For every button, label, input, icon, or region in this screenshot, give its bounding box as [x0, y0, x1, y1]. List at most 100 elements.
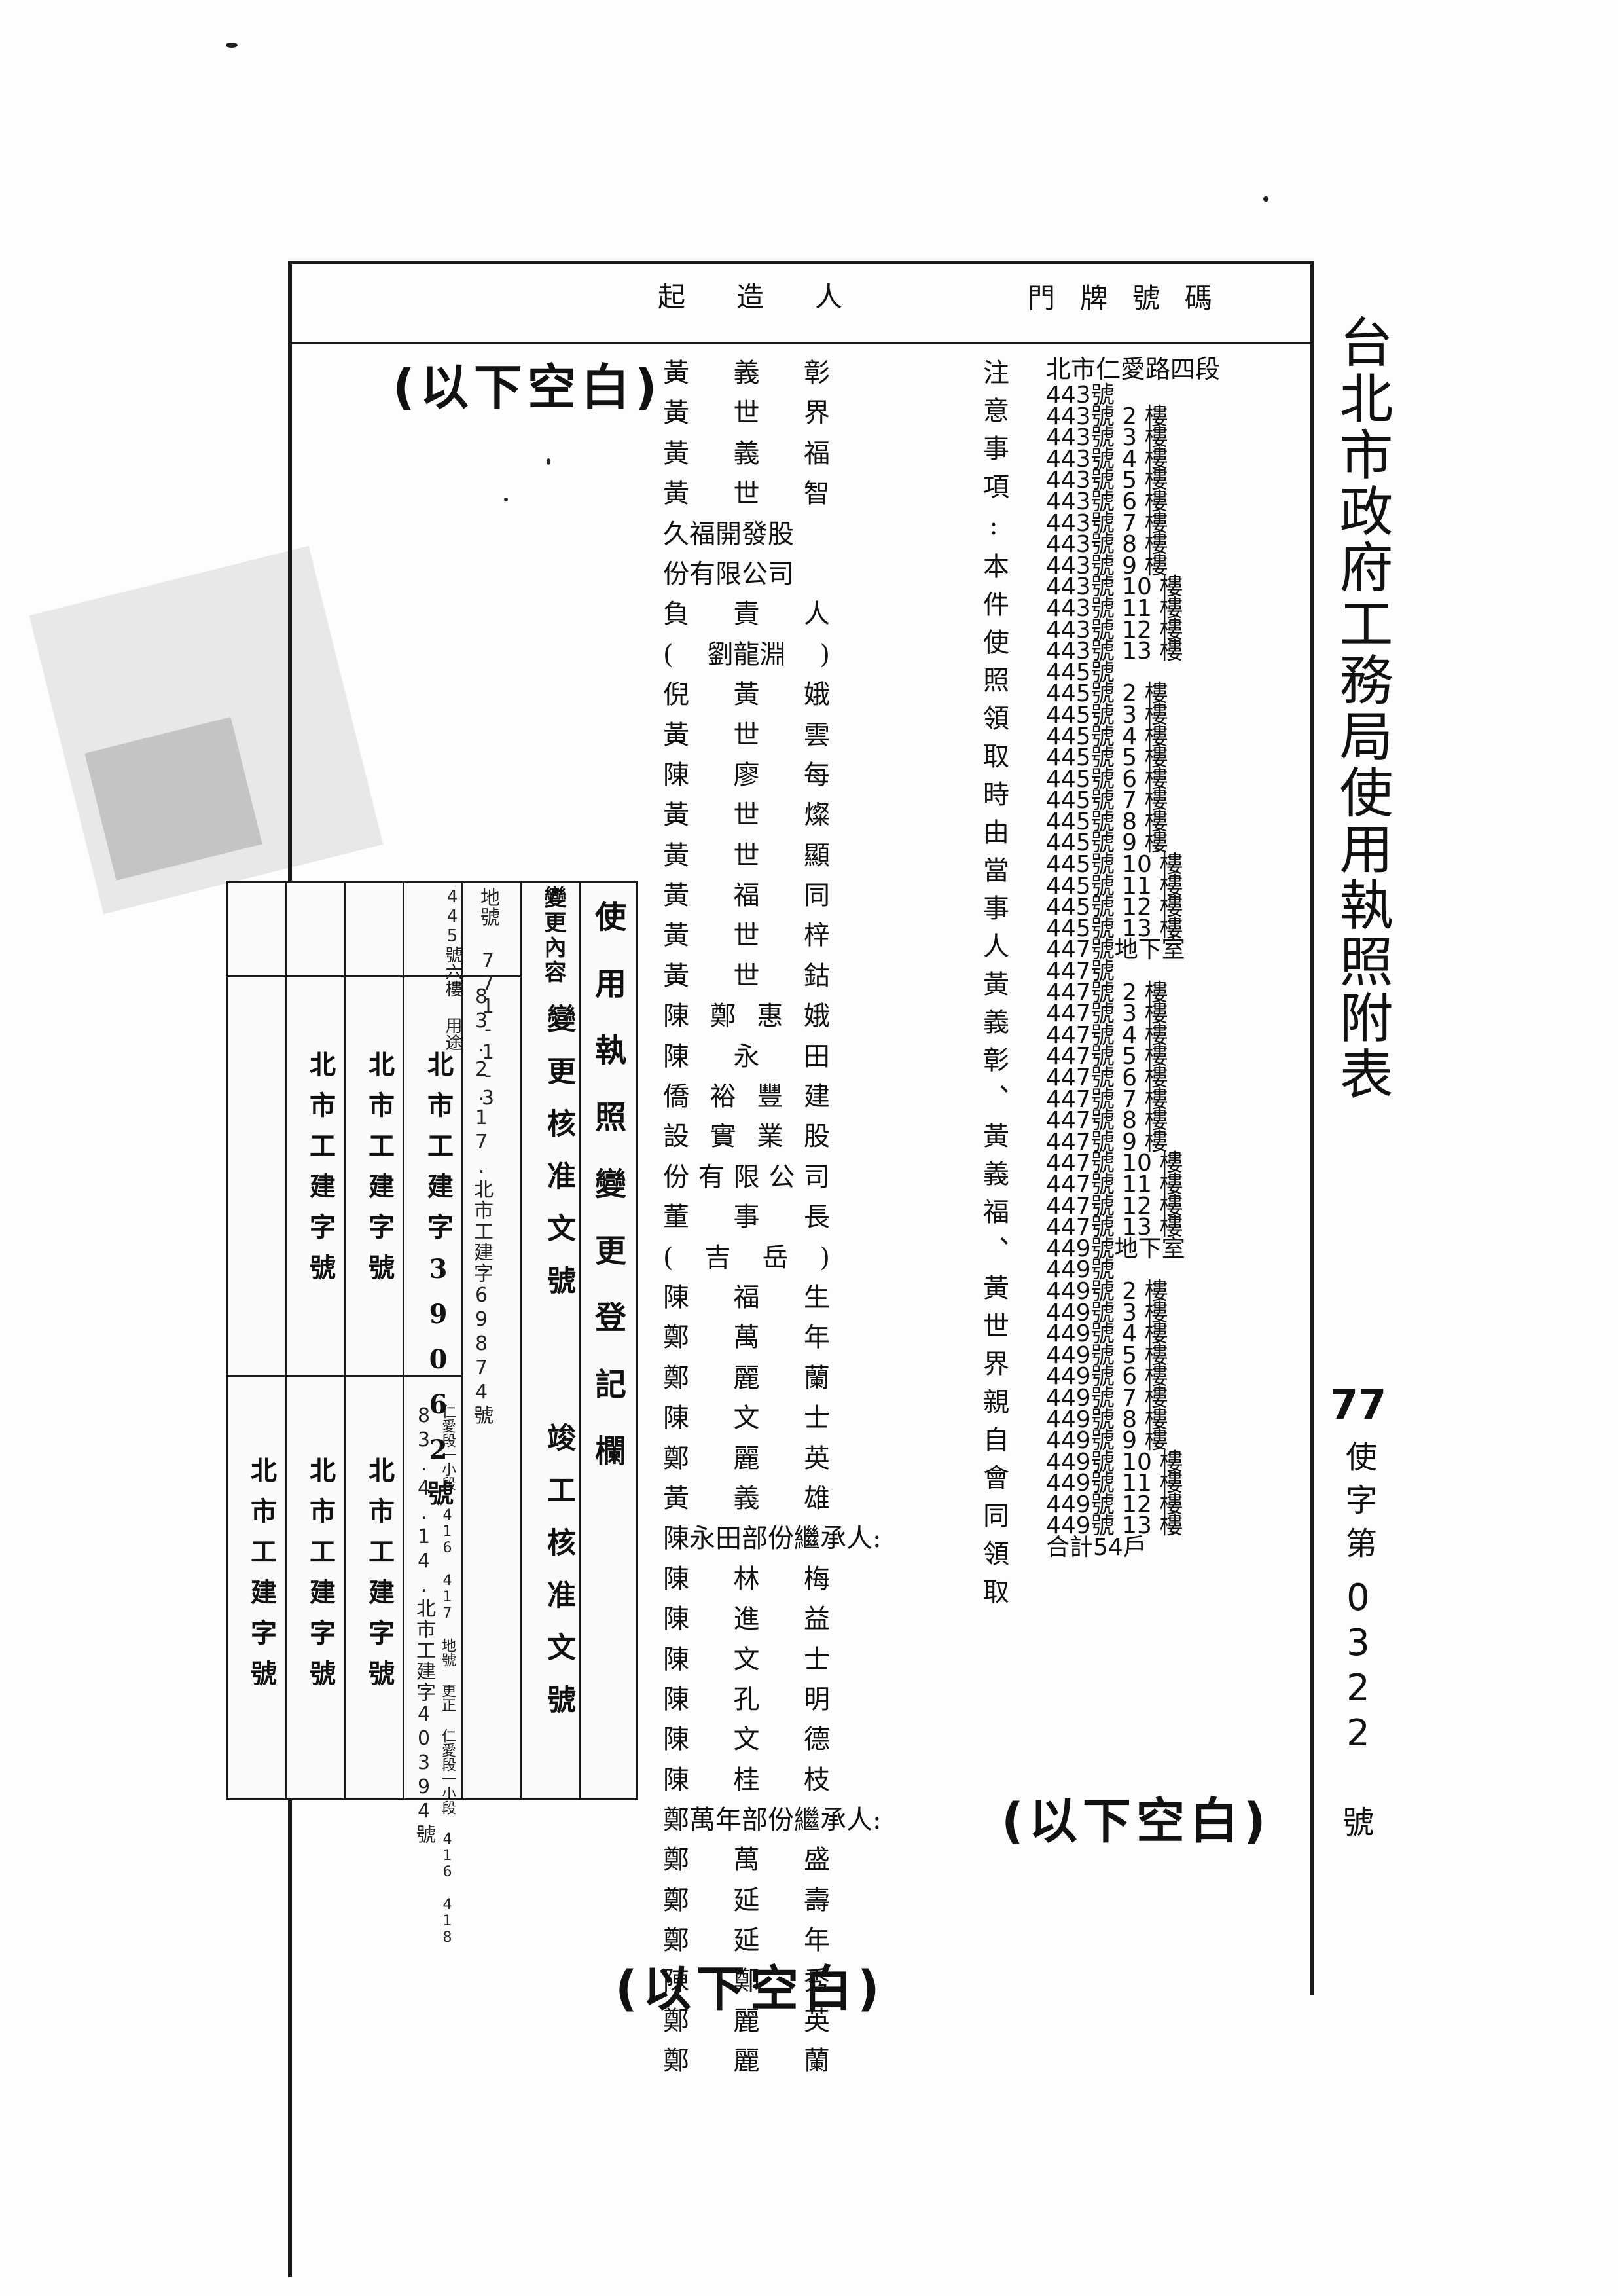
owner-name-part: 蘭: [804, 1362, 830, 1393]
owner-name-part: 陳: [663, 1644, 689, 1675]
address-line: 447號 7 樓: [1046, 1085, 1168, 1113]
address-line: 449號 8 樓: [1046, 1406, 1168, 1433]
address-line: 443號 10 樓: [1046, 574, 1183, 601]
address-line: 447號 6 樓: [1046, 1065, 1168, 1091]
owner-name-part: 延: [733, 1885, 760, 1916]
address-line: 447號 3 樓: [1046, 1000, 1168, 1028]
owner-name-part: 林: [733, 1563, 760, 1594]
owner-name-part: 雲: [804, 720, 830, 750]
owner-name-part: 麗: [733, 1362, 760, 1393]
address-line: 447號: [1046, 958, 1115, 985]
row1-completion: 83.4.14.北市工建字40394號: [412, 1404, 435, 1845]
owner-name-part: 生: [804, 1282, 830, 1313]
owner-name-part: 鄭: [663, 1443, 689, 1474]
owner-name-part: 黃: [663, 398, 689, 429]
owner-name-part: 久福開發股: [663, 519, 794, 549]
row1-hand-note: 仁愛段一小段 416 417 地號 更正 仁愛段一小段 416 418: [439, 1404, 456, 1946]
owner-name-part: 陳: [663, 1684, 689, 1715]
owner-name-part: 進: [733, 1604, 760, 1635]
owner-row: 陳文德: [663, 1720, 830, 1760]
owner-name-part: 裕: [710, 1082, 736, 1112]
owner-name-part: 娥: [803, 1001, 830, 1032]
owner-name-part: 桂: [733, 1764, 760, 1795]
owner-name-part: 義: [733, 1483, 760, 1514]
owner-name-part: 世: [733, 720, 760, 750]
owner-row: 黃世顯: [663, 836, 830, 876]
notice-text: 注意事項:本件使照領取時由當事人黃義彰、黃義福、黃世界親自會同領取: [979, 359, 1009, 1616]
owner-row: 陳孔明: [663, 1680, 830, 1720]
owner-row: (劉龍淵): [663, 635, 830, 675]
address-line: 447號 9 樓: [1046, 1128, 1168, 1156]
owner-name-part: 智: [804, 479, 830, 509]
table-bottom-rule: [226, 1798, 638, 1800]
owner-name-part: 德: [804, 1724, 830, 1755]
owner-name-part: 司: [804, 1161, 830, 1192]
owner-name-part: 陳: [663, 1965, 689, 1996]
blank-mark-bottom: (以下空白): [615, 1961, 885, 2017]
owner-name-part: 建: [803, 1082, 830, 1112]
address-line: 443號 11 樓: [1046, 594, 1183, 622]
owner-name-part: 黃: [663, 479, 689, 509]
address-line: 443號 12 樓: [1046, 616, 1183, 644]
address-line: 443號 7 樓: [1046, 509, 1168, 537]
owner-name-part: 士: [804, 1644, 830, 1675]
owner-row: 鄭萬盛: [663, 1840, 830, 1880]
address-line: 445號 13 樓: [1046, 915, 1183, 942]
owner-row: 倪黃娥: [663, 675, 830, 715]
address-line: 445號 9 樓: [1046, 829, 1168, 857]
owner-row: 董事長: [663, 1197, 830, 1237]
owner-name-part: 義: [733, 358, 760, 388]
table-top-rule: [226, 881, 638, 883]
address-line: 447號 12 樓: [1046, 1192, 1183, 1220]
owner-name-part: 鄭: [710, 1001, 736, 1032]
owner-name-part: 實: [710, 1121, 736, 1152]
owner-name-part: 長: [804, 1202, 830, 1233]
address-line: 449號: [1046, 1256, 1115, 1284]
owner-name-part: 吉: [704, 1242, 731, 1273]
owner-row: 份有限公司: [663, 555, 830, 594]
owner-name-part: 燦: [804, 800, 830, 831]
owner-row: 黃世鈷: [663, 957, 830, 996]
speck: [547, 458, 550, 465]
owner-name-part: 有: [698, 1161, 725, 1192]
owner-name-part: 黃: [663, 920, 689, 951]
owner-name-part: 董: [663, 1202, 689, 1233]
col-rule: [461, 881, 463, 1800]
address-line: 443號 9 樓: [1046, 552, 1168, 579]
col-rule: [636, 881, 638, 1800]
col-rule: [520, 881, 522, 1800]
owner-name-part: 福: [733, 1282, 760, 1313]
permit-number: 0322: [1337, 1576, 1380, 1757]
row1-content: 地號 771-1-3: [476, 887, 499, 1110]
address-line: 447號 10 樓: [1046, 1150, 1183, 1177]
row2-approval: 北市工建字39062號: [423, 1051, 454, 1520]
row-rule: [226, 975, 520, 977]
owner-name-part: 士: [804, 1403, 830, 1434]
address-line: 447號 11 樓: [1046, 1171, 1183, 1198]
owner-row: 陳鄭秀: [663, 1961, 830, 2001]
row1-approval: 83.2.17.北市工建字69874號: [470, 985, 493, 1426]
owner-name-part: 陳: [663, 1282, 689, 1313]
owner-row: 黃義彰: [663, 354, 830, 393]
col-rule: [285, 881, 287, 1800]
owner-row: 陳鄭惠娥: [663, 996, 830, 1036]
owner-row: 鄭延壽: [663, 1881, 830, 1921]
owner-name-part: 陳: [663, 1604, 689, 1635]
owner-name-part: 永: [733, 1041, 760, 1072]
owner-name-part: 文: [733, 1644, 760, 1675]
header-rule: [288, 342, 1314, 344]
owner-row: 鄭麗英: [663, 2001, 830, 2041]
owner-row: 設實業股: [663, 1117, 830, 1157]
owner-name-part: 秀: [804, 1965, 830, 1996]
address-line: 北市仁愛路四段: [1046, 355, 1221, 384]
owner-row: 黃義雄: [663, 1479, 830, 1519]
owner-name-part: 鄭萬年部份繼承人:: [663, 1805, 882, 1836]
address-line: 449號 11 樓: [1046, 1470, 1183, 1497]
owner-name-part: 劉龍淵: [707, 639, 786, 670]
owner-name-part: 世: [733, 920, 760, 951]
owner-name-part: 黃: [733, 680, 760, 710]
owner-name-part: 豐: [757, 1082, 783, 1112]
address-line: 449號 7 樓: [1046, 1384, 1168, 1412]
